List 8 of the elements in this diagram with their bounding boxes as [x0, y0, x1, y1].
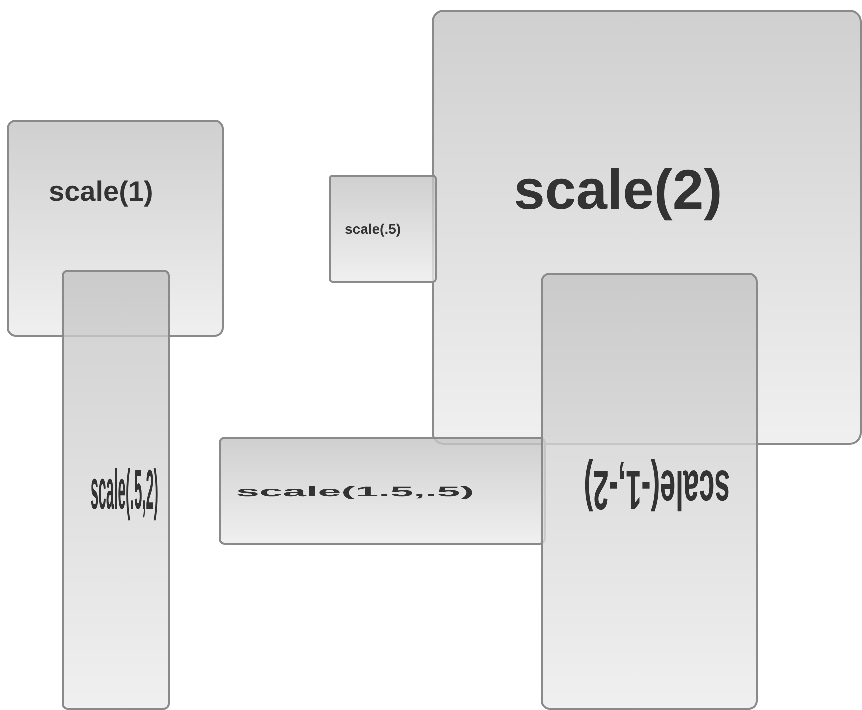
scaled-box	[62, 270, 170, 710]
box-label: scale(.5)	[345, 222, 402, 236]
box-label: scale(1)	[49, 178, 154, 206]
box-label: scale(.5,2)	[90, 463, 159, 519]
box-label: scale(1.5,.5)	[236, 485, 474, 499]
box-label: scale(-1,-2)	[584, 461, 730, 517]
scaled-box	[541, 273, 758, 710]
scaled-box	[329, 175, 437, 283]
